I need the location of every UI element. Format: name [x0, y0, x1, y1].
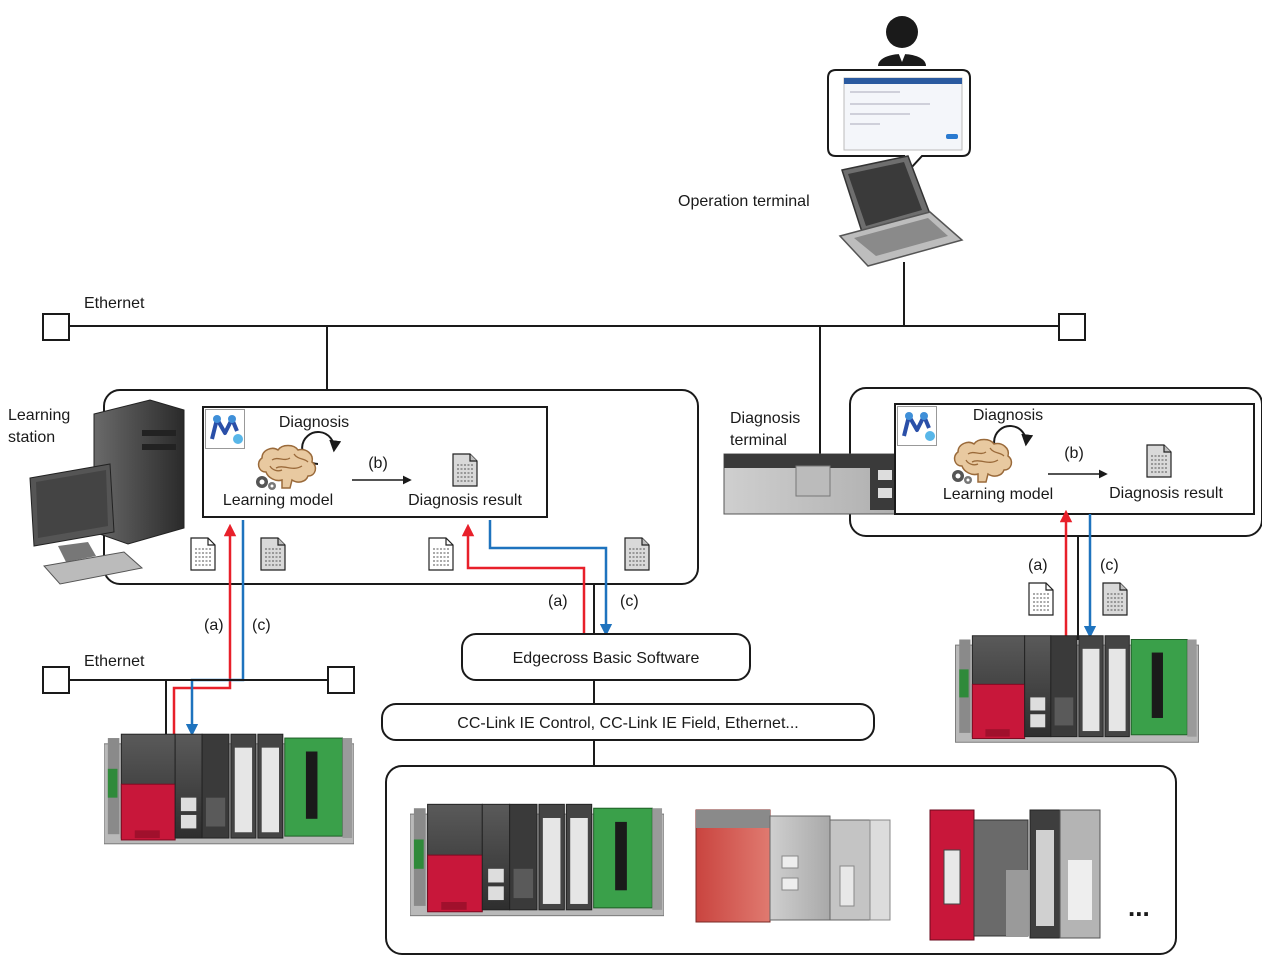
edgecross-label: Edgecross Basic Software [513, 650, 700, 667]
diagnosis-result-doc-icon [452, 453, 478, 487]
edgecross-flow-c-label: (c) [620, 593, 639, 610]
diagnosis-flow-a-label: (a) [1028, 557, 1048, 574]
diagnosis-result-label: Diagnosis result [1109, 485, 1223, 502]
learning-flow-a-label: (a) [204, 617, 224, 634]
left-ethernet-bus [42, 666, 355, 734]
plc-left-icon [104, 733, 354, 845]
more-devices-ellipsis: ... [1128, 892, 1150, 922]
diagnosis-diagnosis-label: Diagnosis [973, 407, 1043, 424]
compact-plc-device-icon [929, 809, 1101, 941]
learning-model-label: Learning model [223, 492, 333, 509]
learning-station-label-line1: Learning [8, 407, 70, 424]
result-doc-icon [624, 537, 650, 571]
left-ethernet-label: Ethernet [84, 653, 145, 670]
data-doc-icon [428, 537, 454, 571]
diagnosis-step-b-label: (b) [1064, 445, 1084, 462]
result-doc-icon [1102, 582, 1128, 616]
operation-laptop-icon [838, 155, 964, 267]
top-ethernet-bus [42, 262, 1086, 456]
field-network-box [381, 703, 875, 741]
plc-device-icon [410, 803, 664, 917]
diagnosis-terminal-label-line2: terminal [730, 432, 787, 449]
diagnosis-result-doc-icon [1146, 444, 1172, 478]
controller-device-icon [695, 809, 891, 923]
learning-diagnosis-label: Diagnosis [279, 414, 349, 431]
data-doc-icon [190, 537, 216, 571]
plc-right-icon [955, 635, 1199, 743]
flow-a-arrow [172, 523, 237, 734]
speech-bubble [827, 69, 971, 184]
learning-step-b-label: (b) [368, 455, 388, 472]
flow-a-arrow [461, 523, 586, 634]
diagnosis-flow-c-label: (c) [1100, 557, 1119, 574]
diagnosis-learning-model-label: Learning model [943, 486, 1053, 503]
data-doc-icon [1028, 582, 1054, 616]
operation-terminal-label: Operation terminal [678, 193, 810, 210]
edgecross-box [461, 633, 751, 681]
field-network-label: CC-Link IE Control, CC-Link IE Field, Et… [457, 715, 798, 732]
learning-station-label-line2: station [8, 429, 55, 446]
learning-diagnosis-result-label: Diagnosis result [408, 492, 522, 509]
learning-flow-c-label: (c) [252, 617, 271, 634]
flow-c-arrow [488, 520, 613, 637]
diagnosis-terminal-label-line1: Diagnosis [730, 410, 800, 427]
learning-station-pc-icon [29, 399, 185, 585]
app-logo-icon [205, 409, 245, 449]
edgecross-flow-a-label: (a) [548, 593, 568, 610]
result-doc-icon [260, 537, 286, 571]
user-icon [878, 16, 926, 66]
top-ethernet-label: Ethernet [84, 295, 145, 312]
app-logo-icon [897, 406, 937, 446]
